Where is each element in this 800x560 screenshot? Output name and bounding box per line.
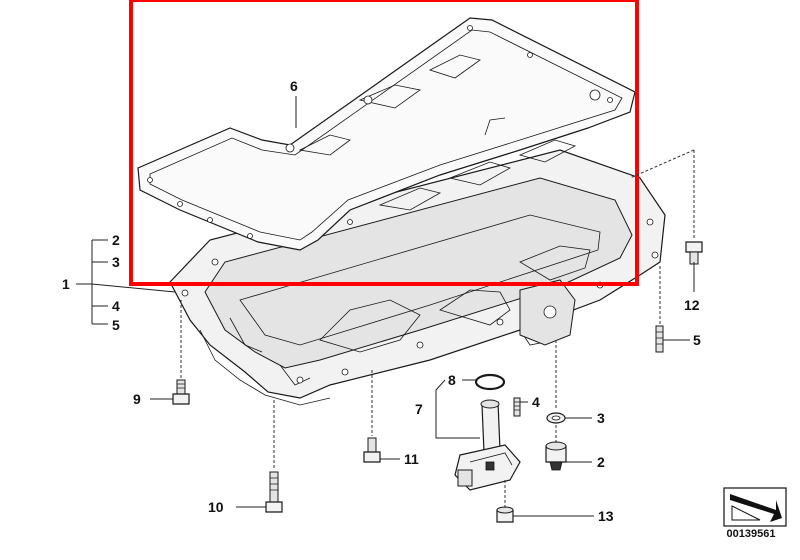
dashed-leaders — [180, 149, 695, 508]
stud-part-5[interactable] — [655, 325, 664, 353]
label-13: 13 — [598, 508, 614, 524]
part-labels: 1 2 3 4 5 6 7 8 4 3 2 9 10 11 12 5 13 — [62, 78, 701, 524]
highlight-frame — [129, 0, 639, 286]
label-10: 10 — [208, 499, 224, 515]
drain-plug[interactable] — [545, 441, 567, 471]
oil-pan[interactable] — [169, 149, 666, 406]
oil-level-sensor[interactable] — [454, 399, 521, 491]
stud-part-4[interactable] — [513, 397, 521, 417]
label-12: 12 — [684, 297, 700, 313]
label-6: 6 — [290, 78, 298, 94]
bolt-9[interactable] — [172, 379, 190, 405]
label-1: 1 — [62, 276, 70, 292]
label-11: 11 — [404, 451, 419, 467]
label-2-plug: 2 — [597, 454, 605, 470]
label-9: 9 — [133, 391, 141, 407]
oil-pan-gasket[interactable] — [137, 17, 636, 251]
bolt-11[interactable] — [363, 437, 381, 463]
leader-lines — [76, 96, 695, 517]
label-5-stud: 5 — [693, 332, 701, 348]
bolt-10[interactable] — [265, 471, 283, 513]
direction-arrow-icon — [723, 487, 787, 527]
nut-13[interactable] — [496, 506, 514, 523]
label-4-top: 4 — [112, 298, 120, 314]
o-ring[interactable] — [474, 373, 506, 391]
label-2-top: 2 — [112, 232, 120, 248]
document-number: 00139561 — [726, 528, 776, 540]
bolt-12[interactable] — [685, 241, 703, 265]
seal-ring[interactable] — [546, 412, 566, 424]
label-4-small: 4 — [532, 394, 540, 410]
label-5-top: 5 — [112, 317, 120, 333]
label-3-seal: 3 — [597, 410, 605, 426]
label-8: 8 — [448, 372, 456, 388]
label-7: 7 — [415, 401, 423, 417]
label-3-top: 3 — [112, 254, 120, 270]
